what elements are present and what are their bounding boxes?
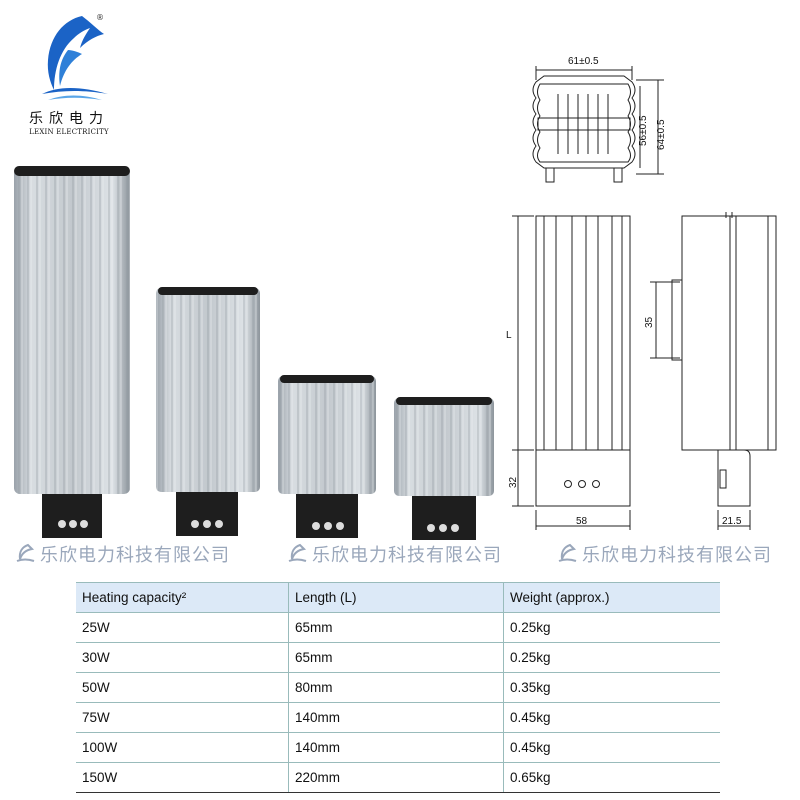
- dim-inner-height: 56±0.5: [638, 115, 649, 146]
- brand-name-en: LEXIN ELECTRICITY: [29, 128, 109, 136]
- cell-capacity: 30W: [76, 642, 289, 673]
- table-row: 150W 220mm 0.65kg: [76, 762, 720, 793]
- table-row: 75W 140mm 0.45kg: [76, 702, 720, 733]
- cell-length: 140mm: [288, 702, 504, 733]
- heater-100w-photo: [156, 287, 260, 536]
- header-length: Length (L): [288, 582, 504, 613]
- table-row: 50W 80mm 0.35kg: [76, 672, 720, 703]
- dim-base-height: 32: [508, 476, 519, 488]
- cell-weight: 0.45kg: [503, 702, 720, 733]
- cell-length: 65mm: [288, 642, 504, 673]
- header-weight: Weight (approx.): [503, 582, 720, 613]
- top-view-drawing: [532, 66, 664, 183]
- heater-150w-photo: [14, 166, 130, 538]
- brand-logo: ® 乐欣电力 LEXIN ELECTRICITY: [14, 10, 124, 136]
- table-row: 100W 140mm 0.45kg: [76, 732, 720, 763]
- heater-75w-photo: [278, 375, 376, 538]
- cell-weight: 0.35kg: [503, 672, 720, 703]
- side-view-drawing: [650, 212, 777, 530]
- brand-name-cn: 乐欣电力: [29, 111, 109, 127]
- header-heating-capacity: Heating capacity²: [76, 582, 289, 613]
- spec-table: Heating capacity² Length (L) Weight (app…: [76, 582, 720, 793]
- watermark-row: 乐欣电力科技有限公司 乐欣电力科技有限公司 乐欣电力科技有限公司: [0, 540, 800, 568]
- product-photos: [14, 166, 494, 540]
- dim-base-width: 58: [576, 516, 588, 527]
- cell-length: 80mm: [288, 672, 504, 703]
- lexin-watermark-icon: [558, 543, 577, 562]
- watermark: 乐欣电力科技有限公司: [286, 540, 502, 568]
- table-row: 30W 65mm 0.25kg: [76, 642, 720, 673]
- cell-weight: 0.65kg: [503, 762, 720, 793]
- dim-rail: 35: [644, 316, 655, 328]
- cell-weight: 0.45kg: [503, 732, 720, 763]
- watermark: 乐欣电力科技有限公司: [14, 540, 230, 568]
- table-header-row: Heating capacity² Length (L) Weight (app…: [76, 582, 720, 613]
- heater-50w-photo: [394, 397, 494, 540]
- watermark: 乐欣电力科技有限公司: [556, 540, 772, 568]
- cell-weight: 0.25kg: [503, 612, 720, 643]
- registered-mark: ®: [96, 13, 104, 22]
- dim-length: L: [506, 330, 512, 341]
- technical-drawings: 61±0.5 56±0.5 64±0.5 L 35 32 58 21.5: [506, 56, 777, 530]
- cell-length: 220mm: [288, 762, 504, 793]
- lexin-watermark-icon: [16, 543, 35, 562]
- cell-capacity: 25W: [76, 612, 289, 643]
- lexin-logo-icon: ®: [42, 13, 108, 100]
- dim-outer-height: 64±0.5: [656, 119, 667, 150]
- cell-capacity: 150W: [76, 762, 289, 793]
- table-row: 25W 65mm 0.25kg: [76, 612, 720, 643]
- cell-capacity: 50W: [76, 672, 289, 703]
- lexin-watermark-icon: [288, 543, 307, 562]
- cell-capacity: 75W: [76, 702, 289, 733]
- cell-length: 65mm: [288, 612, 504, 643]
- dim-width-top: 61±0.5: [568, 56, 599, 67]
- cell-weight: 0.25kg: [503, 642, 720, 673]
- cell-length: 140mm: [288, 732, 504, 763]
- front-view-drawing: [512, 215, 631, 530]
- dim-side-depth: 21.5: [722, 516, 742, 527]
- cell-capacity: 100W: [76, 732, 289, 763]
